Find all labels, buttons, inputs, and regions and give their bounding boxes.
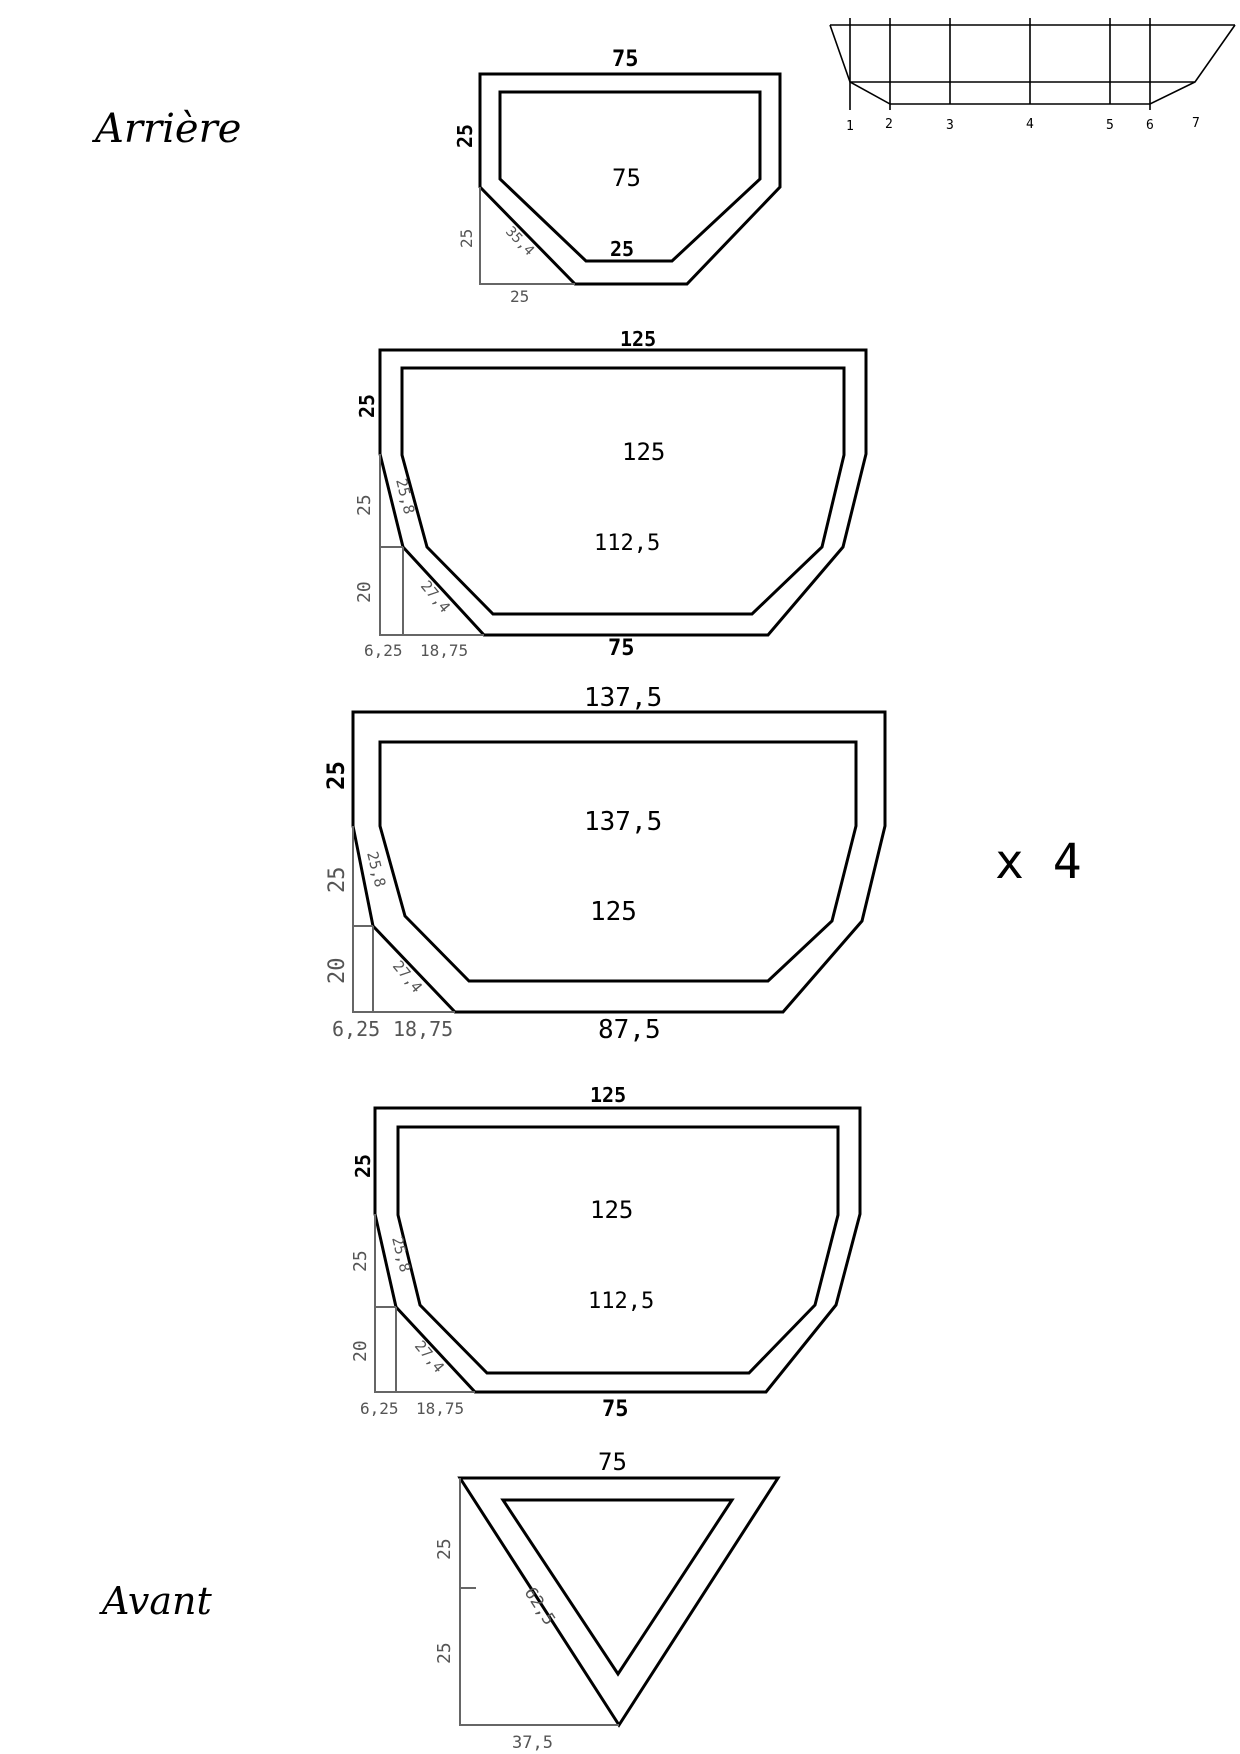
frame4-offset2-label: 18,75: [416, 1399, 464, 1418]
frame4-seg2-height-label: 20: [350, 1340, 371, 1362]
frame3-seg1-diagonal-label: 25,8: [363, 850, 389, 889]
frame2-height-label: 25: [355, 394, 379, 418]
back-diagonal-label: 35,4: [502, 224, 537, 259]
multiplier-label: x 4: [995, 834, 1082, 890]
back-inner-top-label: 75: [612, 164, 641, 192]
frame2-seg1-height-label: 25: [354, 494, 375, 516]
station-4: 4: [1026, 117, 1034, 132]
frame2-offset1-label: 6,25: [364, 641, 403, 660]
front-height-lower-label: 25: [434, 1642, 455, 1664]
frame2-top-label: 125: [620, 327, 656, 351]
piece-back: 75 25 75 25 25 25 35,4: [453, 47, 782, 306]
piece-front: 75 25 25 62,5 37,5: [434, 1448, 781, 1753]
frame2-seg1-diagonal-label: 25,8: [392, 477, 418, 516]
title-back: Arrière: [91, 106, 241, 152]
back-inner-bottom-label: 25: [610, 237, 634, 261]
frame4-inner-top-label: 125: [590, 1196, 633, 1224]
frame4-top-label: 125: [590, 1083, 626, 1107]
frame4-inner-mid-label: 112,5: [588, 1289, 654, 1314]
front-top-label: 75: [598, 1448, 627, 1476]
frame3-top-label: 137,5: [584, 683, 662, 713]
title-front: Avant: [99, 1579, 212, 1623]
frame4-seg1-height-label: 25: [350, 1250, 371, 1272]
frame2-bottom-label: 75: [608, 636, 635, 661]
frame3-bottom-label: 87,5: [598, 1015, 661, 1045]
piece-frame-4: 125 25 125 112,5 75 25 20 25,8 27,4 6,25…: [350, 1083, 862, 1422]
station-3: 3: [946, 118, 954, 133]
back-height-label: 25: [453, 124, 477, 148]
frame4-bottom-label: 75: [602, 1397, 629, 1422]
back-top-label: 75: [612, 47, 639, 72]
front-base-label: 37,5: [512, 1733, 553, 1753]
station-6: 6: [1146, 118, 1154, 133]
frame3-inner-top-label: 137,5: [584, 807, 662, 837]
piece-frame-3: 137,5 25 137,5 125 87,5 25 20 25,8 27,4 …: [322, 683, 887, 1045]
station-7: 7: [1192, 116, 1200, 131]
frame2-inner-mid-label: 112,5: [594, 531, 660, 556]
station-5: 5: [1106, 118, 1114, 133]
frame2-inner-top-label: 125: [622, 438, 665, 466]
frame3-offset1-label: 6,25: [332, 1017, 380, 1041]
frame2-seg2-diagonal-label: 27,4: [417, 577, 454, 616]
frame2-seg2-height-label: 20: [354, 581, 375, 603]
frame3-height-label: 25: [322, 761, 350, 790]
frame3-seg2-height-label: 20: [325, 958, 350, 985]
frame3-seg2-diagonal-label: 27,4: [389, 957, 426, 996]
frame4-offset1-label: 6,25: [360, 1399, 399, 1418]
hull-profile: 1 2 3 4 5 6 7: [829, 18, 1236, 134]
frame3-offset2-label: 18,75: [393, 1017, 453, 1041]
frame4-seg2-diagonal-label: 27,4: [411, 1337, 448, 1376]
back-chamfer-height-label: 25: [457, 229, 476, 248]
frame4-height-label: 25: [351, 1154, 375, 1178]
piece-frame-2: 125 25 125 112,5 75 25 20 25,8 27,4 6,25…: [354, 327, 868, 661]
frame4-seg1-diagonal-label: 25,8: [388, 1235, 414, 1274]
frame3-seg1-height-label: 25: [325, 867, 350, 894]
station-1: 1: [846, 119, 854, 134]
back-chamfer-width-label: 25: [510, 287, 529, 306]
station-2: 2: [885, 117, 893, 132]
front-height-upper-label: 25: [434, 1538, 455, 1560]
frame2-offset2-label: 18,75: [420, 641, 468, 660]
frame3-inner-mid-label: 125: [590, 897, 637, 927]
